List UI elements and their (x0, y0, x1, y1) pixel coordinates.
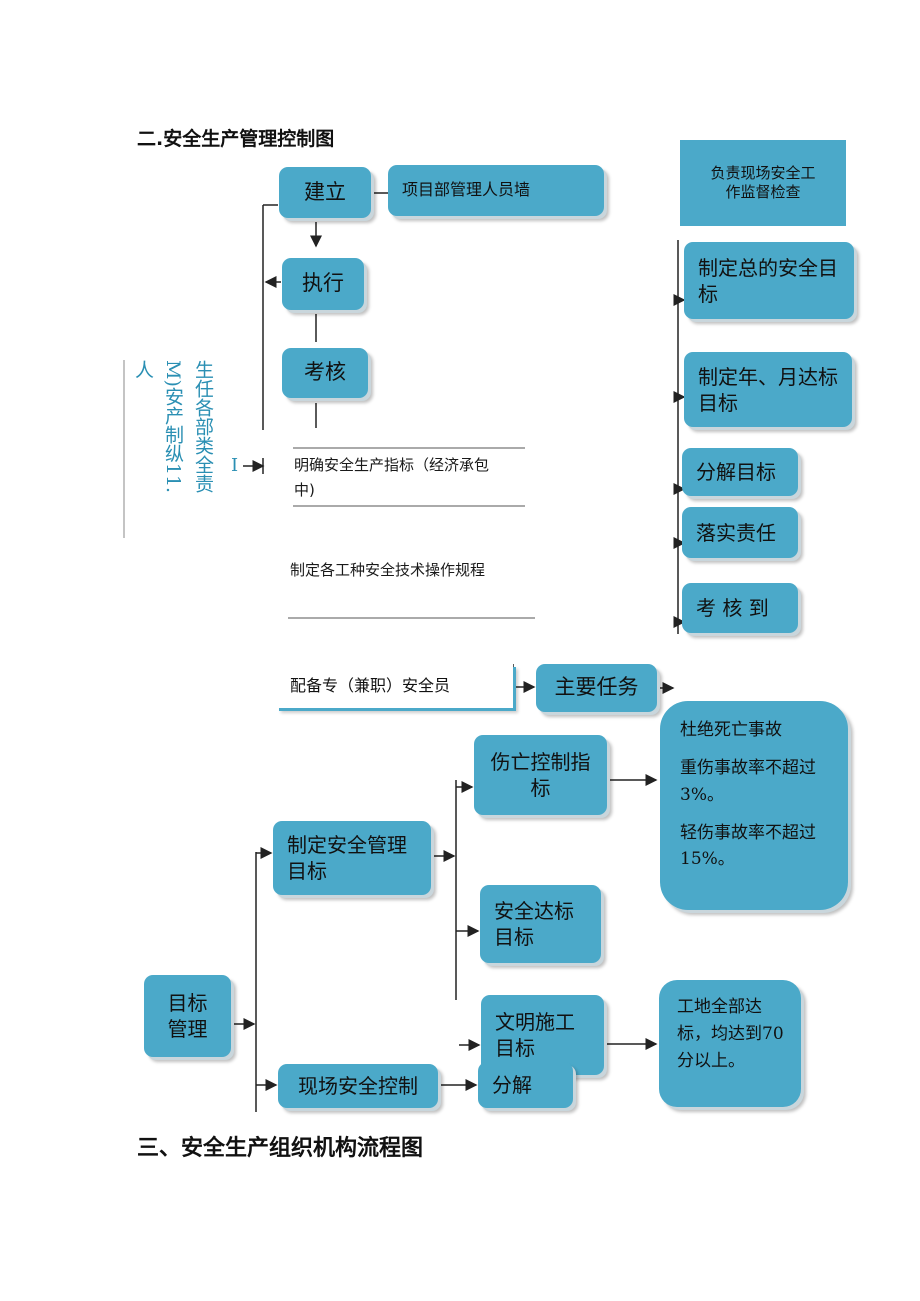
target-mgmt-box: 目标管理 (144, 975, 231, 1057)
right-item-total-goal: 制定总的安全目标 (684, 242, 854, 319)
casualty-control-box: 伤亡控制指标 (474, 735, 607, 815)
casualty-result-line3: 轻伤事故率不超过15%。 (680, 823, 816, 870)
side-marker: I (231, 455, 239, 476)
casualty-result-box: 杜绝死亡事故 重伤事故率不超过3%。 轻伤事故率不超过15%。 (660, 701, 848, 910)
civilized-construction-box: 文明施工目标 (481, 995, 604, 1075)
right-item-monthly-goal: 制定年、月达标目标 (684, 352, 852, 427)
safety-standard-box: 安全达标目标 (480, 885, 601, 963)
site-control-box: 现场安全控制 (278, 1064, 438, 1108)
equip-officer-box: 配备专（兼职）安全员 (276, 664, 513, 708)
set-safety-mgmt-box: 制定安全管理目标 (273, 821, 431, 895)
decompose-box: 分解 (478, 1062, 573, 1108)
casualty-result-line1: 杜绝死亡事故 (680, 720, 782, 740)
clarify-indicators-line2: 中) (294, 481, 315, 499)
side-vertical-text-1: 生任各部类全责 (192, 360, 214, 493)
supervision-header-box: 负责现场安全工 作监督检查 (680, 140, 846, 226)
right-item-decompose: 分解目标 (682, 448, 798, 496)
side-vertical-text-2: M)安产制纵11. (162, 360, 184, 494)
section-2-heading: 二.安全生产管理控制图 (137, 128, 335, 150)
section-3-heading: 三、安全生产组织机构流程图 (137, 1136, 424, 1161)
build-box: 建立 (279, 167, 371, 218)
casualty-result-line2: 重伤事故率不超过3%。 (680, 758, 816, 805)
project-staff-box: 项目部管理人员墙 (388, 165, 604, 216)
right-item-assess: 考 核 到 (682, 583, 798, 633)
side-vertical-text-3: 人 (132, 360, 154, 379)
clarify-indicators-line1: 明确安全生产指标（经济承包 (294, 456, 490, 474)
execute-box: 执行 (282, 258, 364, 310)
site-result-box: 工地全部达标，均达到70分以上。 (659, 980, 801, 1107)
main-task-box: 主要任务 (536, 664, 657, 712)
right-item-implement: 落实责任 (682, 507, 798, 558)
procedures-text: 制定各工种安全技术操作规程 (290, 561, 486, 579)
assess-box: 考核 (282, 348, 368, 398)
